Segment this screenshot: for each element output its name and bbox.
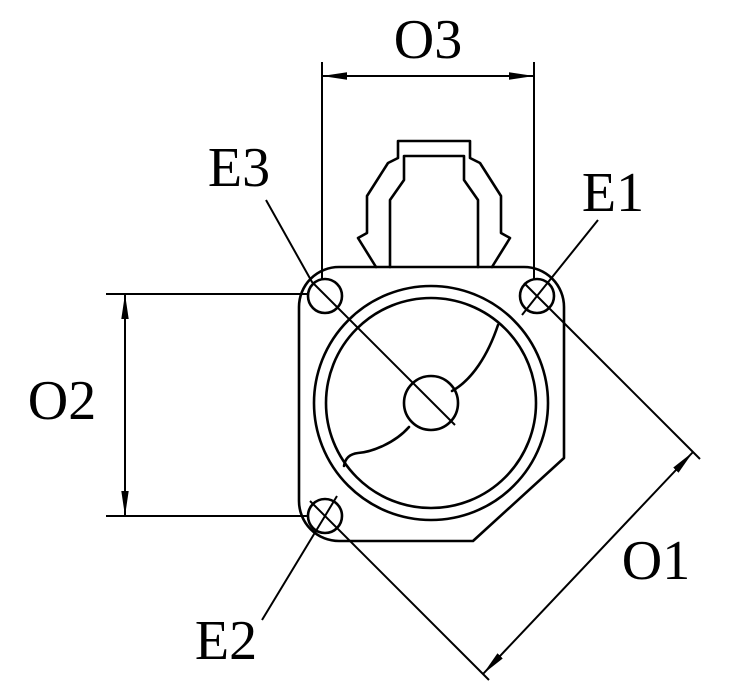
- mounting-hole-e2: [306, 497, 344, 535]
- extension-line-o1-upper: [523, 282, 701, 460]
- pilot-circle-outer: [312, 284, 550, 522]
- drive-housing-tab-inner: [388, 154, 480, 269]
- mounting-hole-e3: [306, 277, 344, 315]
- drive-housing-tab-outer: [356, 139, 512, 269]
- dimension-line-o1: [482, 451, 694, 675]
- label-e3: E3: [208, 137, 270, 199]
- label-e1: E1: [582, 162, 644, 224]
- shaft-center-circle: [402, 374, 460, 432]
- dimension-annotations: [106, 62, 701, 681]
- label-o1: O1: [622, 530, 690, 592]
- label-o3: O3: [394, 9, 462, 71]
- extension-line-o1-lower: [309, 500, 490, 681]
- starter-motor-front-view: [297, 139, 566, 543]
- label-e2: E2: [195, 610, 257, 672]
- leader-line-e3: [265, 199, 456, 426]
- internal-contour-curve-upper: [450, 323, 500, 393]
- internal-contour-curve-lower: [342, 425, 411, 468]
- label-o2: O2: [28, 370, 96, 432]
- mounting-hole-e1: [518, 277, 556, 315]
- dimension-labels: O3 E3 E1 O2 E2 O1: [28, 9, 690, 672]
- pilot-circle-inner: [324, 296, 538, 510]
- leader-line-e1: [521, 219, 599, 316]
- leader-line-e2: [261, 495, 338, 621]
